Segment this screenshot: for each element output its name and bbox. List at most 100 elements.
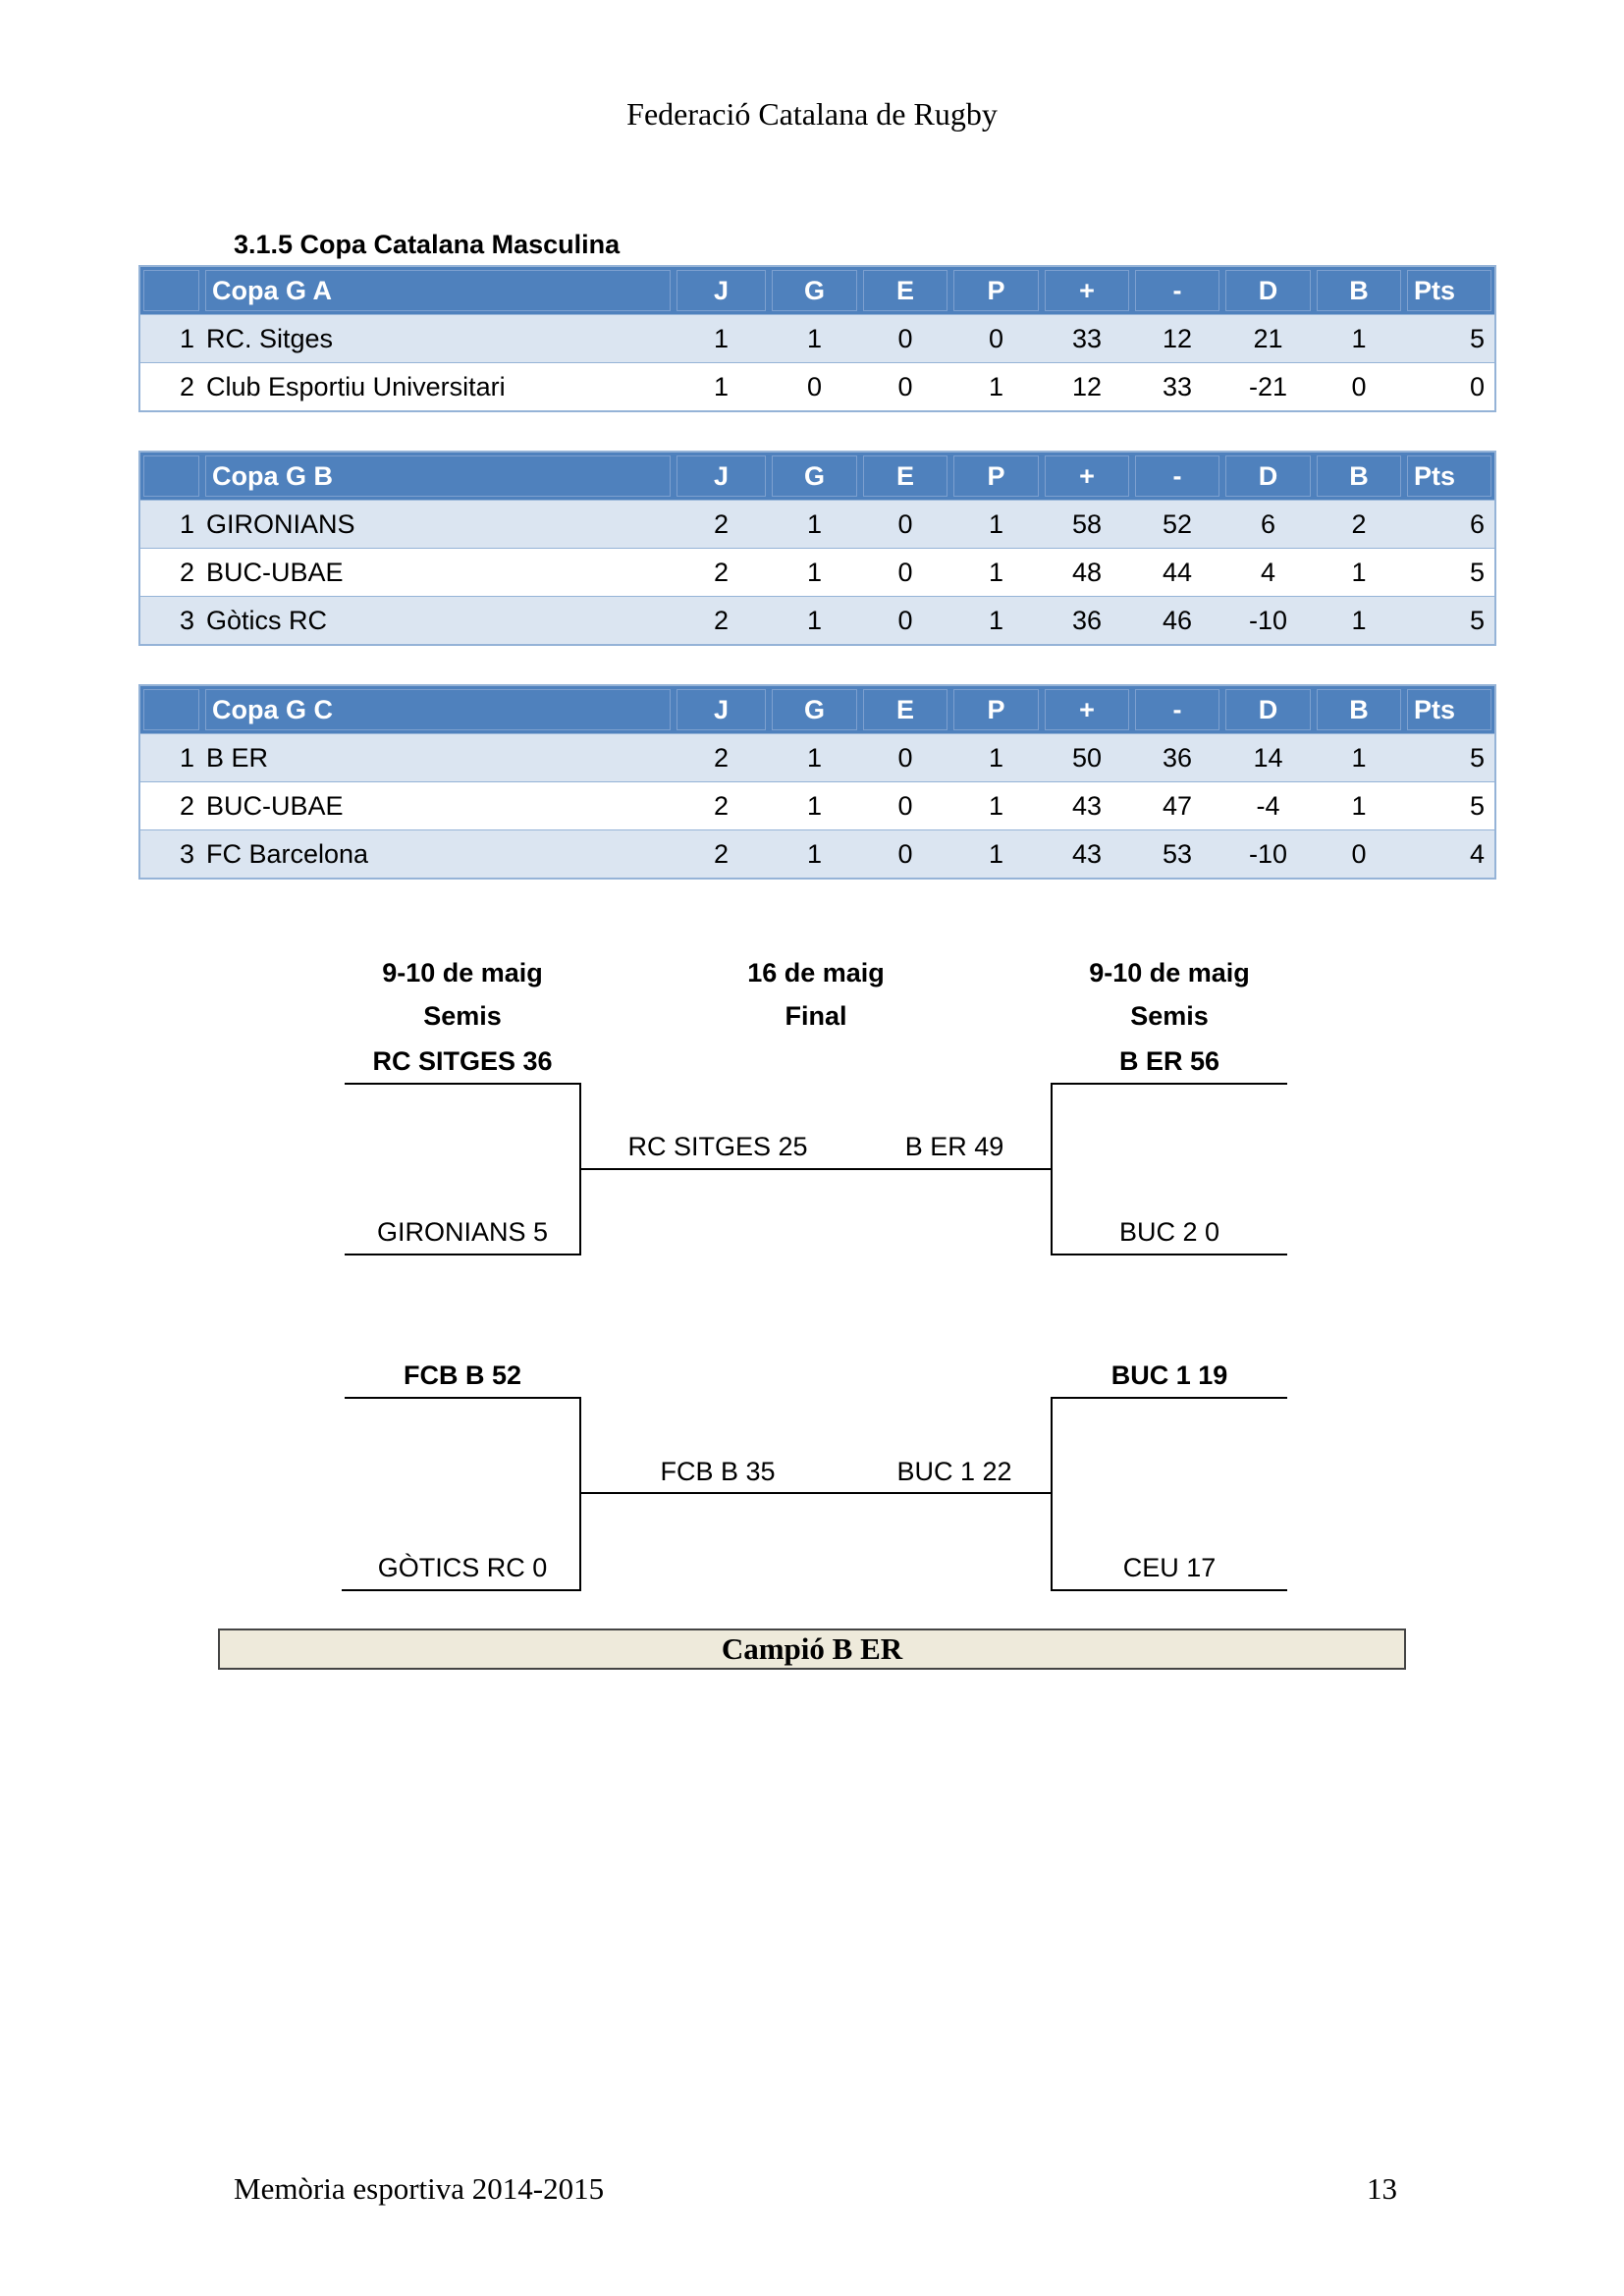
- stat-cell: 0: [1404, 362, 1495, 412]
- stat-cell: 47: [1132, 781, 1222, 830]
- column-header: +: [1042, 266, 1132, 315]
- b2-final-left: FCB B 35: [660, 1457, 776, 1486]
- stat-cell: 43: [1042, 829, 1132, 880]
- stat-cell: 0: [860, 500, 950, 549]
- rank-cell: 2: [139, 362, 202, 412]
- b2-right-bottom: CEU 17: [1122, 1553, 1217, 1582]
- stat-cell: 1: [769, 500, 860, 549]
- center-date: 16 de maig: [747, 958, 885, 988]
- bracket-line: [1051, 1589, 1287, 1591]
- stat-cell: 0: [860, 314, 950, 363]
- column-header: +: [1042, 452, 1132, 501]
- b1-right-bottom: BUC 2 0: [1118, 1217, 1220, 1247]
- stat-cell: 0: [860, 829, 950, 880]
- stat-cell: 1: [950, 596, 1042, 646]
- stat-cell: -4: [1222, 781, 1314, 830]
- stat-cell: 1: [674, 362, 769, 412]
- stat-cell: 0: [1314, 829, 1404, 880]
- stat-cell: 33: [1132, 362, 1222, 412]
- column-header: G: [769, 452, 860, 501]
- section-title: 3.1.5 Copa Catalana Masculina: [234, 230, 621, 259]
- column-header: J: [674, 685, 769, 734]
- stat-cell: 2: [674, 829, 769, 880]
- column-header: P: [950, 685, 1042, 734]
- stat-cell: 1: [950, 500, 1042, 549]
- b2-left-top: FCB B 52: [403, 1361, 522, 1390]
- group-name: Copa G B: [202, 452, 674, 501]
- stat-cell: -10: [1222, 596, 1314, 646]
- stat-cell: 0: [860, 596, 950, 646]
- stat-cell: 1: [950, 362, 1042, 412]
- group-name: Copa G A: [202, 266, 674, 315]
- column-header: B: [1314, 266, 1404, 315]
- stat-cell: 12: [1042, 362, 1132, 412]
- stat-cell: -10: [1222, 829, 1314, 880]
- stat-cell: 53: [1132, 829, 1222, 880]
- stat-cell: 1: [950, 781, 1042, 830]
- stat-cell: 46: [1132, 596, 1222, 646]
- left-date: 9-10 de maig: [382, 958, 543, 988]
- stat-cell: 2: [674, 548, 769, 597]
- stat-cell: 0: [860, 362, 950, 412]
- team-cell: BUC-UBAE: [202, 548, 674, 597]
- stat-cell: 6: [1222, 500, 1314, 549]
- bracket-line: [345, 1254, 581, 1255]
- rank-cell: 1: [139, 733, 202, 782]
- column-header: E: [860, 452, 950, 501]
- b2-left-bottom: GÒTICS RC 0: [377, 1553, 548, 1582]
- stat-cell: 14: [1222, 733, 1314, 782]
- column-header: -: [1132, 452, 1222, 501]
- column-header: E: [860, 685, 950, 734]
- stat-cell: 36: [1042, 596, 1132, 646]
- stat-cell: 5: [1404, 733, 1495, 782]
- stat-cell: 58: [1042, 500, 1132, 549]
- b1-final-right: B ER 49: [904, 1132, 1004, 1161]
- bracket-line: [1051, 1083, 1053, 1255]
- left-round: Semis: [423, 1001, 502, 1031]
- right-date: 9-10 de maig: [1089, 958, 1250, 988]
- stat-cell: 52: [1132, 500, 1222, 549]
- b1-left-top: RC SITGES 36: [372, 1046, 553, 1076]
- column-header: P: [950, 452, 1042, 501]
- group-name: Copa G C: [202, 685, 674, 734]
- stat-cell: 1: [1314, 548, 1404, 597]
- stat-cell: 4: [1222, 548, 1314, 597]
- column-header: Pts: [1404, 685, 1495, 734]
- stat-cell: 0: [860, 733, 950, 782]
- stat-cell: 2: [674, 781, 769, 830]
- stat-cell: 50: [1042, 733, 1132, 782]
- stat-cell: 1: [674, 314, 769, 363]
- column-header: G: [769, 266, 860, 315]
- rank-cell: 3: [139, 596, 202, 646]
- team-cell: Club Esportiu Universitari: [202, 362, 674, 412]
- column-header: -: [1132, 685, 1222, 734]
- b1-left-bottom: GIRONIANS 5: [376, 1217, 549, 1247]
- stat-cell: 43: [1042, 781, 1132, 830]
- column-header: J: [674, 266, 769, 315]
- bracket-line: [345, 1083, 581, 1085]
- stat-cell: 1: [769, 596, 860, 646]
- column-header: P: [950, 266, 1042, 315]
- header-blank: [139, 266, 202, 315]
- stat-cell: 1: [950, 548, 1042, 597]
- team-cell: GIRONIANS: [202, 500, 674, 549]
- stat-cell: 1: [1314, 596, 1404, 646]
- b2-right-top: BUC 1 19: [1110, 1361, 1228, 1390]
- rank-cell: 2: [139, 781, 202, 830]
- bracket-line: [579, 1397, 581, 1591]
- team-cell: BUC-UBAE: [202, 781, 674, 830]
- column-header: E: [860, 266, 950, 315]
- stat-cell: 2: [1314, 500, 1404, 549]
- stat-cell: 0: [860, 548, 950, 597]
- stat-cell: 2: [674, 500, 769, 549]
